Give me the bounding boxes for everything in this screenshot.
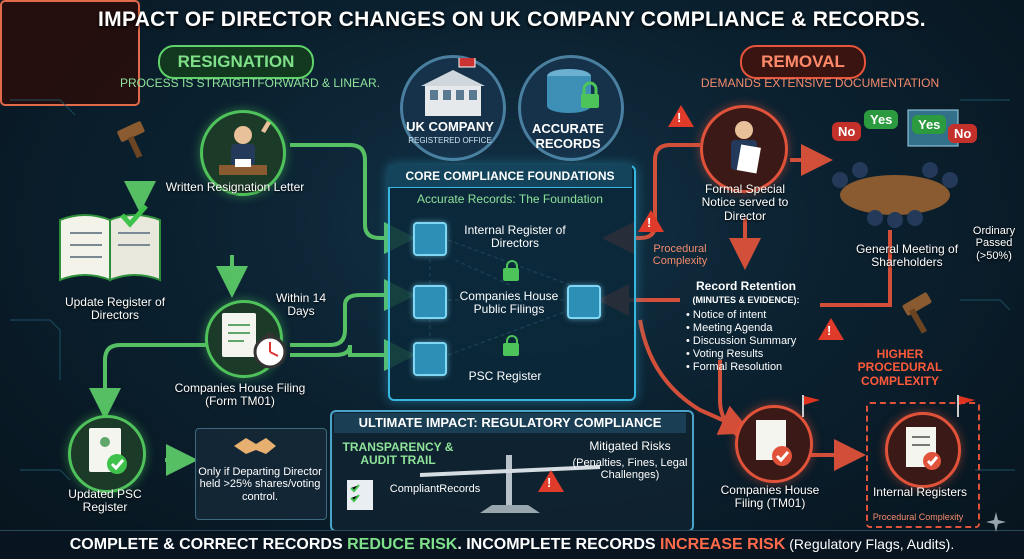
compliant-records-label: CompliantRecords: [389, 483, 481, 495]
record-item: • Voting Results: [686, 348, 764, 360]
padlock-icon-lower: [503, 335, 519, 356]
checklist-icon: [347, 480, 373, 510]
internal-registers-box: [866, 402, 980, 528]
person-desk-icon: [219, 121, 271, 175]
updated-psc-label: Updated PSC Register: [68, 487, 142, 515]
gavel-icon-removal: [902, 292, 932, 334]
vote-sign-no-1: No: [832, 122, 862, 141]
record-item: • Discussion Summary: [686, 335, 797, 347]
removal-tm01-circle: [735, 405, 813, 483]
higher-complexity-label: HIGHER PROCEDURAL COMPLEXITY: [857, 347, 943, 388]
procedural-complexity-label: Procedural Complexity: [652, 243, 708, 268]
padlock-icon: [503, 260, 519, 281]
resignation-letter-circle: [200, 110, 286, 196]
internal-registers-circle: [885, 412, 961, 488]
page-title: IMPACT OF DIRECTOR CHANGES ON UK COMPANY…: [98, 8, 926, 31]
psc-document-icon: [89, 428, 127, 474]
removal-ch-filing-label: Companies House Filing (TM01): [720, 483, 820, 511]
psc-register-node-icon: [413, 342, 447, 376]
record-retention-box: [0, 0, 140, 106]
special-notice-circle: [700, 105, 788, 193]
resignation-subtitle: PROCESS IS STRAIGHTFORWARD & LINEAR.: [119, 76, 381, 90]
handshake-icon: [234, 438, 276, 454]
register-book-icon: [59, 205, 161, 282]
record-item: • Notice of intent: [686, 309, 767, 321]
transparency-label: TRANSPARENCY & AUDIT TRAIL: [342, 440, 454, 468]
increase-risk-highlight: INCREASE RISK: [660, 536, 786, 553]
person-reading-notice-icon: [731, 121, 761, 174]
stopwatch-icon: [253, 333, 287, 369]
resignation-badge: RESIGNATION: [158, 45, 314, 79]
balance-scale-icon: [419, 455, 601, 513]
written-resignation-label: Written Resignation Letter: [165, 180, 305, 194]
uk-company-circle: [400, 55, 506, 161]
ch-filing-tm01-label: Companies House Filing (Form TM01): [174, 381, 306, 409]
footer-message: COMPLETE & CORRECT RECORDS REDUCE RISK. …: [69, 536, 955, 553]
psc-condition-text: Only if Departing Director held >25% sha…: [198, 466, 322, 503]
within-14-days-label: Within 14 Days: [275, 291, 327, 319]
removal-badge: REMOVAL: [740, 45, 866, 79]
internal-registers-label: Internal Registers: [872, 485, 968, 499]
core-subheading: Accurate Records: The Foundation: [417, 192, 603, 206]
special-notice-label: Formal Special Notice served to Director: [701, 182, 789, 223]
footer-bar: [0, 530, 1024, 559]
form-document-icon: [222, 313, 256, 357]
record-item: • Meeting Agenda: [686, 322, 773, 334]
warning-icon-higher: !: [818, 318, 844, 340]
impact-heading: ULTIMATE IMPACT: REGULATORY COMPLIANCE: [334, 413, 686, 433]
psc-register-label: PSC Register: [468, 369, 542, 383]
database-lock-icon: [547, 69, 599, 113]
mitigated-risks-detail: (Penalties, Fines, Legal Challenges): [572, 457, 688, 482]
removal-form-icon: [756, 420, 792, 466]
internal-register-node-icon: [413, 222, 447, 256]
ordinary-passed-label: Ordinary Passed (>50%): [972, 225, 1016, 262]
red-flag-icon-2: [957, 395, 975, 417]
record-retention-subtitle: (MINUTES & EVIDENCE):: [692, 295, 800, 305]
vote-sign-no-2: No: [948, 124, 978, 143]
companies-house-node-icon: [413, 285, 447, 319]
accurate-records-circle: [518, 55, 624, 161]
vote-sign-yes-1: Yes: [864, 110, 899, 129]
notebook-icon: [906, 427, 941, 470]
vote-sign-yes-2: Yes: [912, 115, 947, 134]
companies-house-right-node-icon: [567, 285, 601, 319]
red-flag-icon: [802, 395, 820, 417]
accurate-records-label: ACCURATE RECORDS: [532, 121, 604, 151]
removal-subtitle: DEMANDS EXTENSIVE DOCUMENTATION: [700, 76, 940, 90]
sparkle-icon: [986, 512, 1006, 532]
gavel-icon: [117, 121, 145, 159]
building-icon: [421, 55, 485, 116]
internal-registers-note: Procedural Complexity: [872, 512, 964, 522]
uk-company-label: UK COMPANY: [406, 119, 494, 134]
warning-icon-impact: !: [538, 470, 564, 492]
psc-register-circle: [68, 415, 146, 493]
warning-icon-procedural: !: [638, 210, 664, 232]
companies-house-label: Companies House Public Filings: [459, 289, 559, 317]
mitigated-risks-label: Mitigated Risks: [589, 439, 671, 453]
reduce-risk-highlight: REDUCE RISK: [347, 536, 458, 553]
general-meeting-label: General Meeting of Shareholders: [855, 242, 959, 270]
warning-icon-notice: !: [668, 105, 694, 127]
update-register-label: Update Register of Directors: [64, 295, 166, 323]
record-retention-title: Record Retention: [695, 279, 796, 293]
core-heading: CORE COMPLIANCE FOUNDATIONS: [388, 165, 632, 188]
internal-register-label: Internal Register of Directors: [464, 223, 566, 251]
record-item: • Formal Resolution: [686, 361, 783, 373]
registered-office-label: REGISTERED OFFICE: [408, 136, 492, 145]
